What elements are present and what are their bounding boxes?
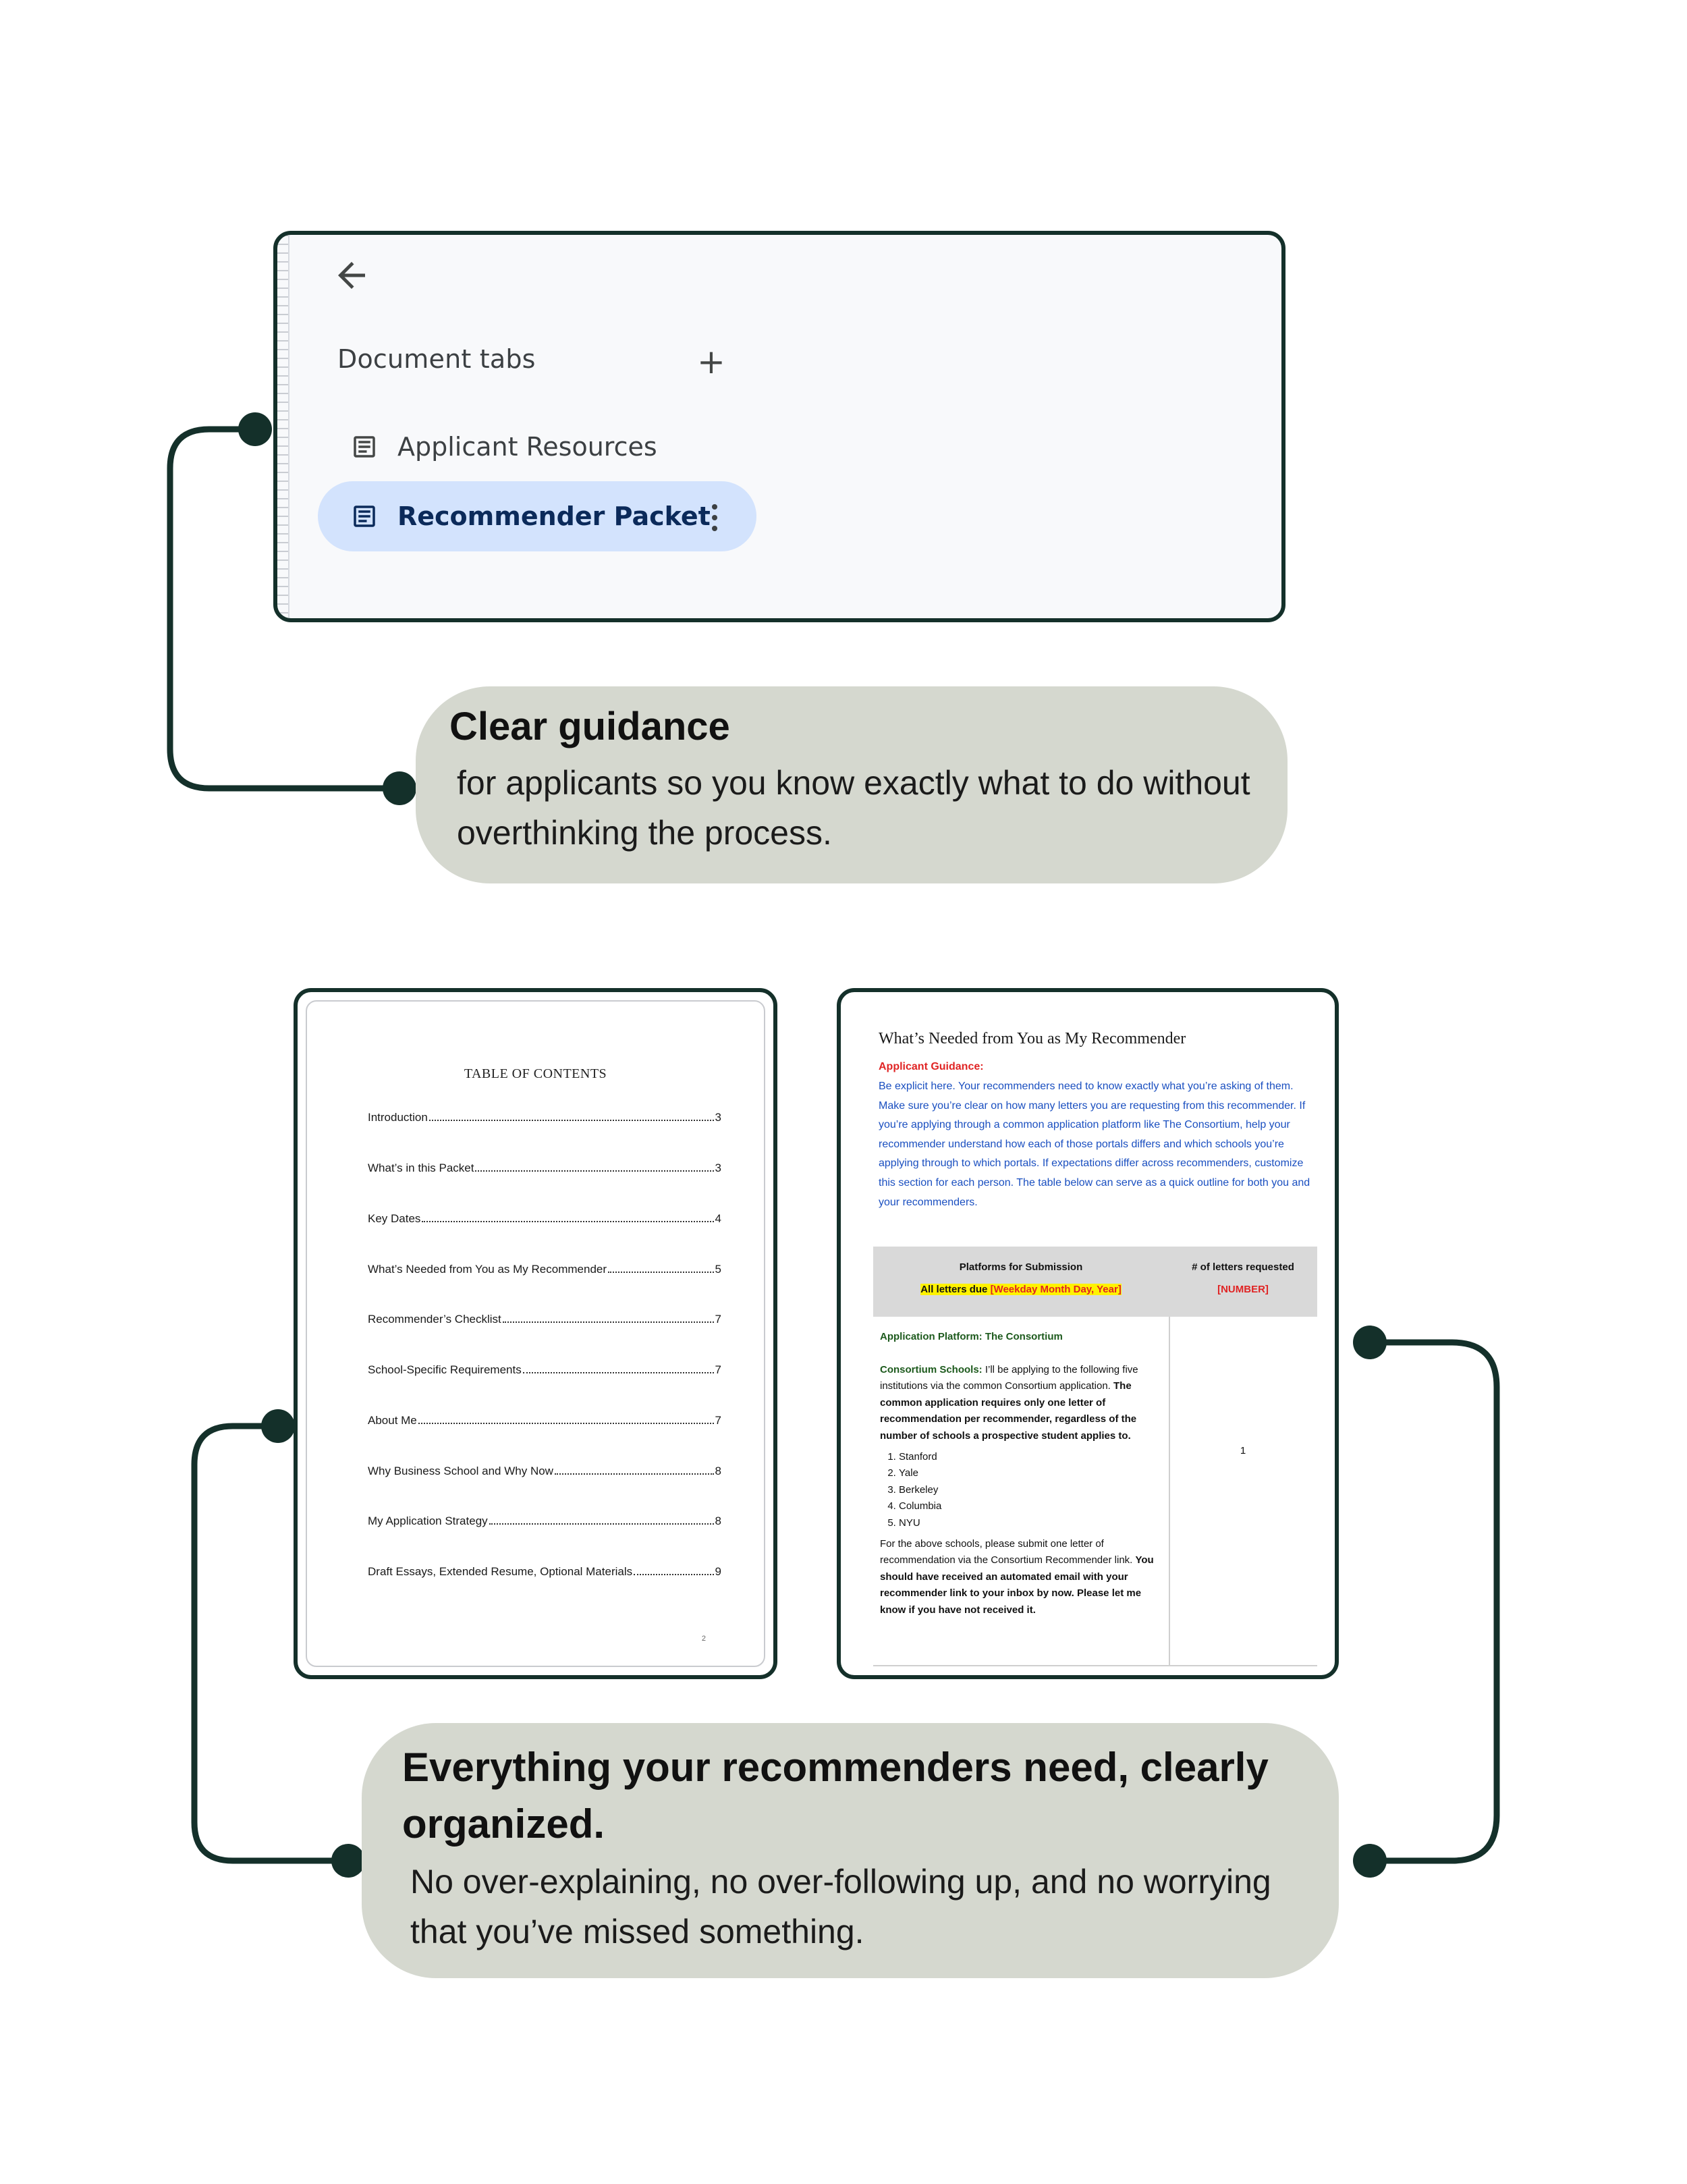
table-row: Application Platform: The Consortium Con… [873,1317,1317,1666]
column-header-letters: # of letters requested [1192,1261,1294,1273]
back-arrow-icon[interactable] [331,255,372,296]
document-icon [354,506,375,527]
list-item: NYU [899,1515,1162,1532]
page-heading: What’s Needed from You as My Recommender [879,1030,1186,1047]
connector-dot [331,1844,365,1878]
tab-label: Recommender Packet [397,501,711,531]
due-date-line: All letters due [Weekday Month Day, Year… [920,1284,1122,1295]
platform-details: Application Platform: The Consortium Con… [880,1329,1162,1619]
page-number: 2 [701,1635,706,1643]
ruler [277,235,289,618]
callout-title: Clear guidance [449,705,730,748]
toc-title: TABLE OF CONTENTS [464,1066,607,1081]
table-header: Platforms for Submission # of letters re… [873,1247,1317,1317]
document-icon [354,436,375,458]
callout-clear-guidance: Clear guidance for applicants so you kno… [416,686,1288,883]
connector-dot [383,771,416,805]
recommender-page-preview: What’s Needed from You as My Recommender… [837,988,1339,1679]
document-tabs-heading: Document tabs [337,344,536,374]
number-placeholder: [NUMBER] [1217,1284,1269,1295]
submission-table: Platforms for Submission # of letters re… [873,1247,1317,1666]
tab-recommender-packet[interactable]: Recommender Packet [318,481,756,551]
connector-bottom-right [1366,1339,1500,1864]
callout-recommenders: Everything your recommenders need, clear… [362,1723,1339,1978]
list-item: Stanford [899,1449,1162,1466]
platform-label: Application Platform: The Consortium [880,1331,1063,1342]
connector-dot [1353,1326,1387,1359]
list-item: Columbia [899,1498,1162,1515]
callout-body: for applicants so you know exactly what … [457,764,1250,852]
toc-entry: What’s Needed from You as My Recommender… [368,1263,721,1276]
list-item: Berkeley [899,1482,1162,1499]
list-item: Yale [899,1465,1162,1482]
toc-entry: Draft Essays, Extended Resume, Optional … [368,1565,721,1578]
letters-count: 1 [1240,1445,1246,1456]
closing-paragraph: For the above schools, please submit one… [880,1537,1154,1616]
more-options-icon[interactable] [711,504,719,531]
tab-label: Applicant Resources [397,432,657,462]
callout-title: Everything your recommenders need, clear… [402,1745,1269,1847]
add-tab-button[interactable]: + [697,342,725,381]
tab-applicant-resources[interactable]: Applicant Resources [318,412,756,482]
column-header-platforms: Platforms for Submission [959,1261,1083,1273]
callout-body: No over-explaining, no over-following up… [410,1863,1271,1950]
guidance-text: Be explicit here. Your recommenders need… [879,1081,1310,1208]
schools-paragraph: Consortium Schools: I’ll be applying to … [880,1363,1138,1442]
connector-dot [261,1409,295,1443]
schools-list: Stanford Yale Berkeley Columbia NYU [880,1449,1162,1532]
connector-dot [238,412,272,446]
connector-dot [1353,1844,1387,1878]
guidance-label: Applicant Guidance: [879,1061,984,1072]
document-tabs-panel: Document tabs + Applicant Resources Reco… [273,231,1285,622]
